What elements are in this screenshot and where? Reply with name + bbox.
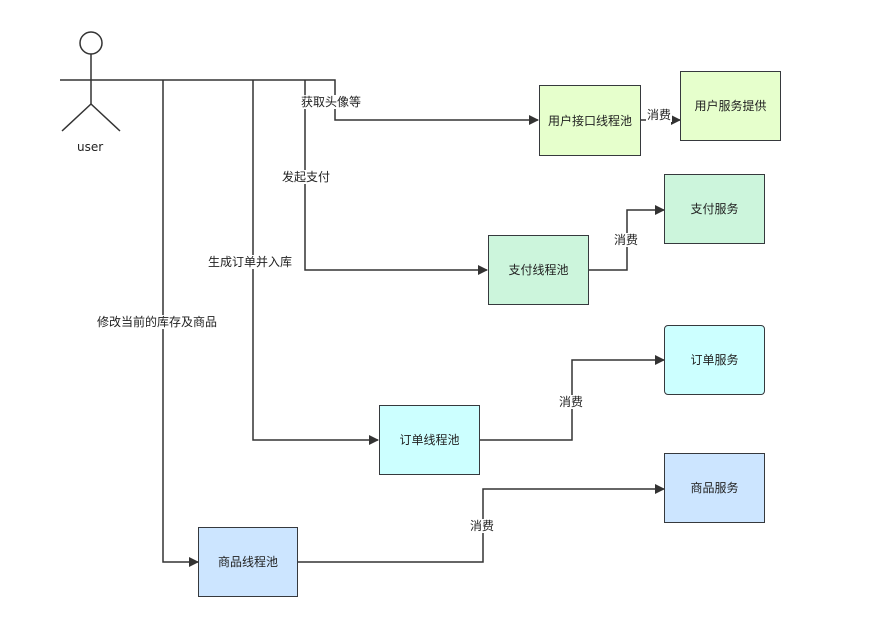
edge-start-pay — [304, 80, 488, 275]
node-goods-service[interactable]: 商品服务 — [664, 453, 765, 523]
label-modify-stock: 修改当前的库存及商品 — [96, 315, 219, 329]
node-order-pool[interactable]: 订单线程池 — [379, 405, 480, 475]
label-consume-user: 消费 — [646, 108, 673, 122]
node-user-pool[interactable]: 用户接口线程池 — [539, 85, 641, 156]
label-consume-goods: 消费 — [469, 519, 496, 533]
node-pay-service[interactable]: 支付服务 — [664, 174, 765, 244]
node-pay-pool[interactable]: 支付线程池 — [488, 235, 589, 305]
node-goods-pool[interactable]: 商品线程池 — [198, 527, 298, 597]
node-order-service[interactable]: 订单服务 — [664, 325, 765, 395]
user-actor-icon — [60, 31, 122, 132]
edge-create-order — [252, 80, 379, 445]
edge-modify-stock — [162, 80, 199, 567]
label-consume-pay: 消费 — [613, 233, 640, 247]
label-start-pay: 发起支付 — [281, 170, 332, 184]
label-get-avatar: 获取头像等 — [300, 95, 363, 109]
node-user-service[interactable]: 用户服务提供 — [680, 71, 781, 141]
label-create-order: 生成订单并入库 — [207, 255, 294, 269]
label-consume-order: 消费 — [558, 395, 585, 409]
actor-label: user — [77, 140, 104, 154]
